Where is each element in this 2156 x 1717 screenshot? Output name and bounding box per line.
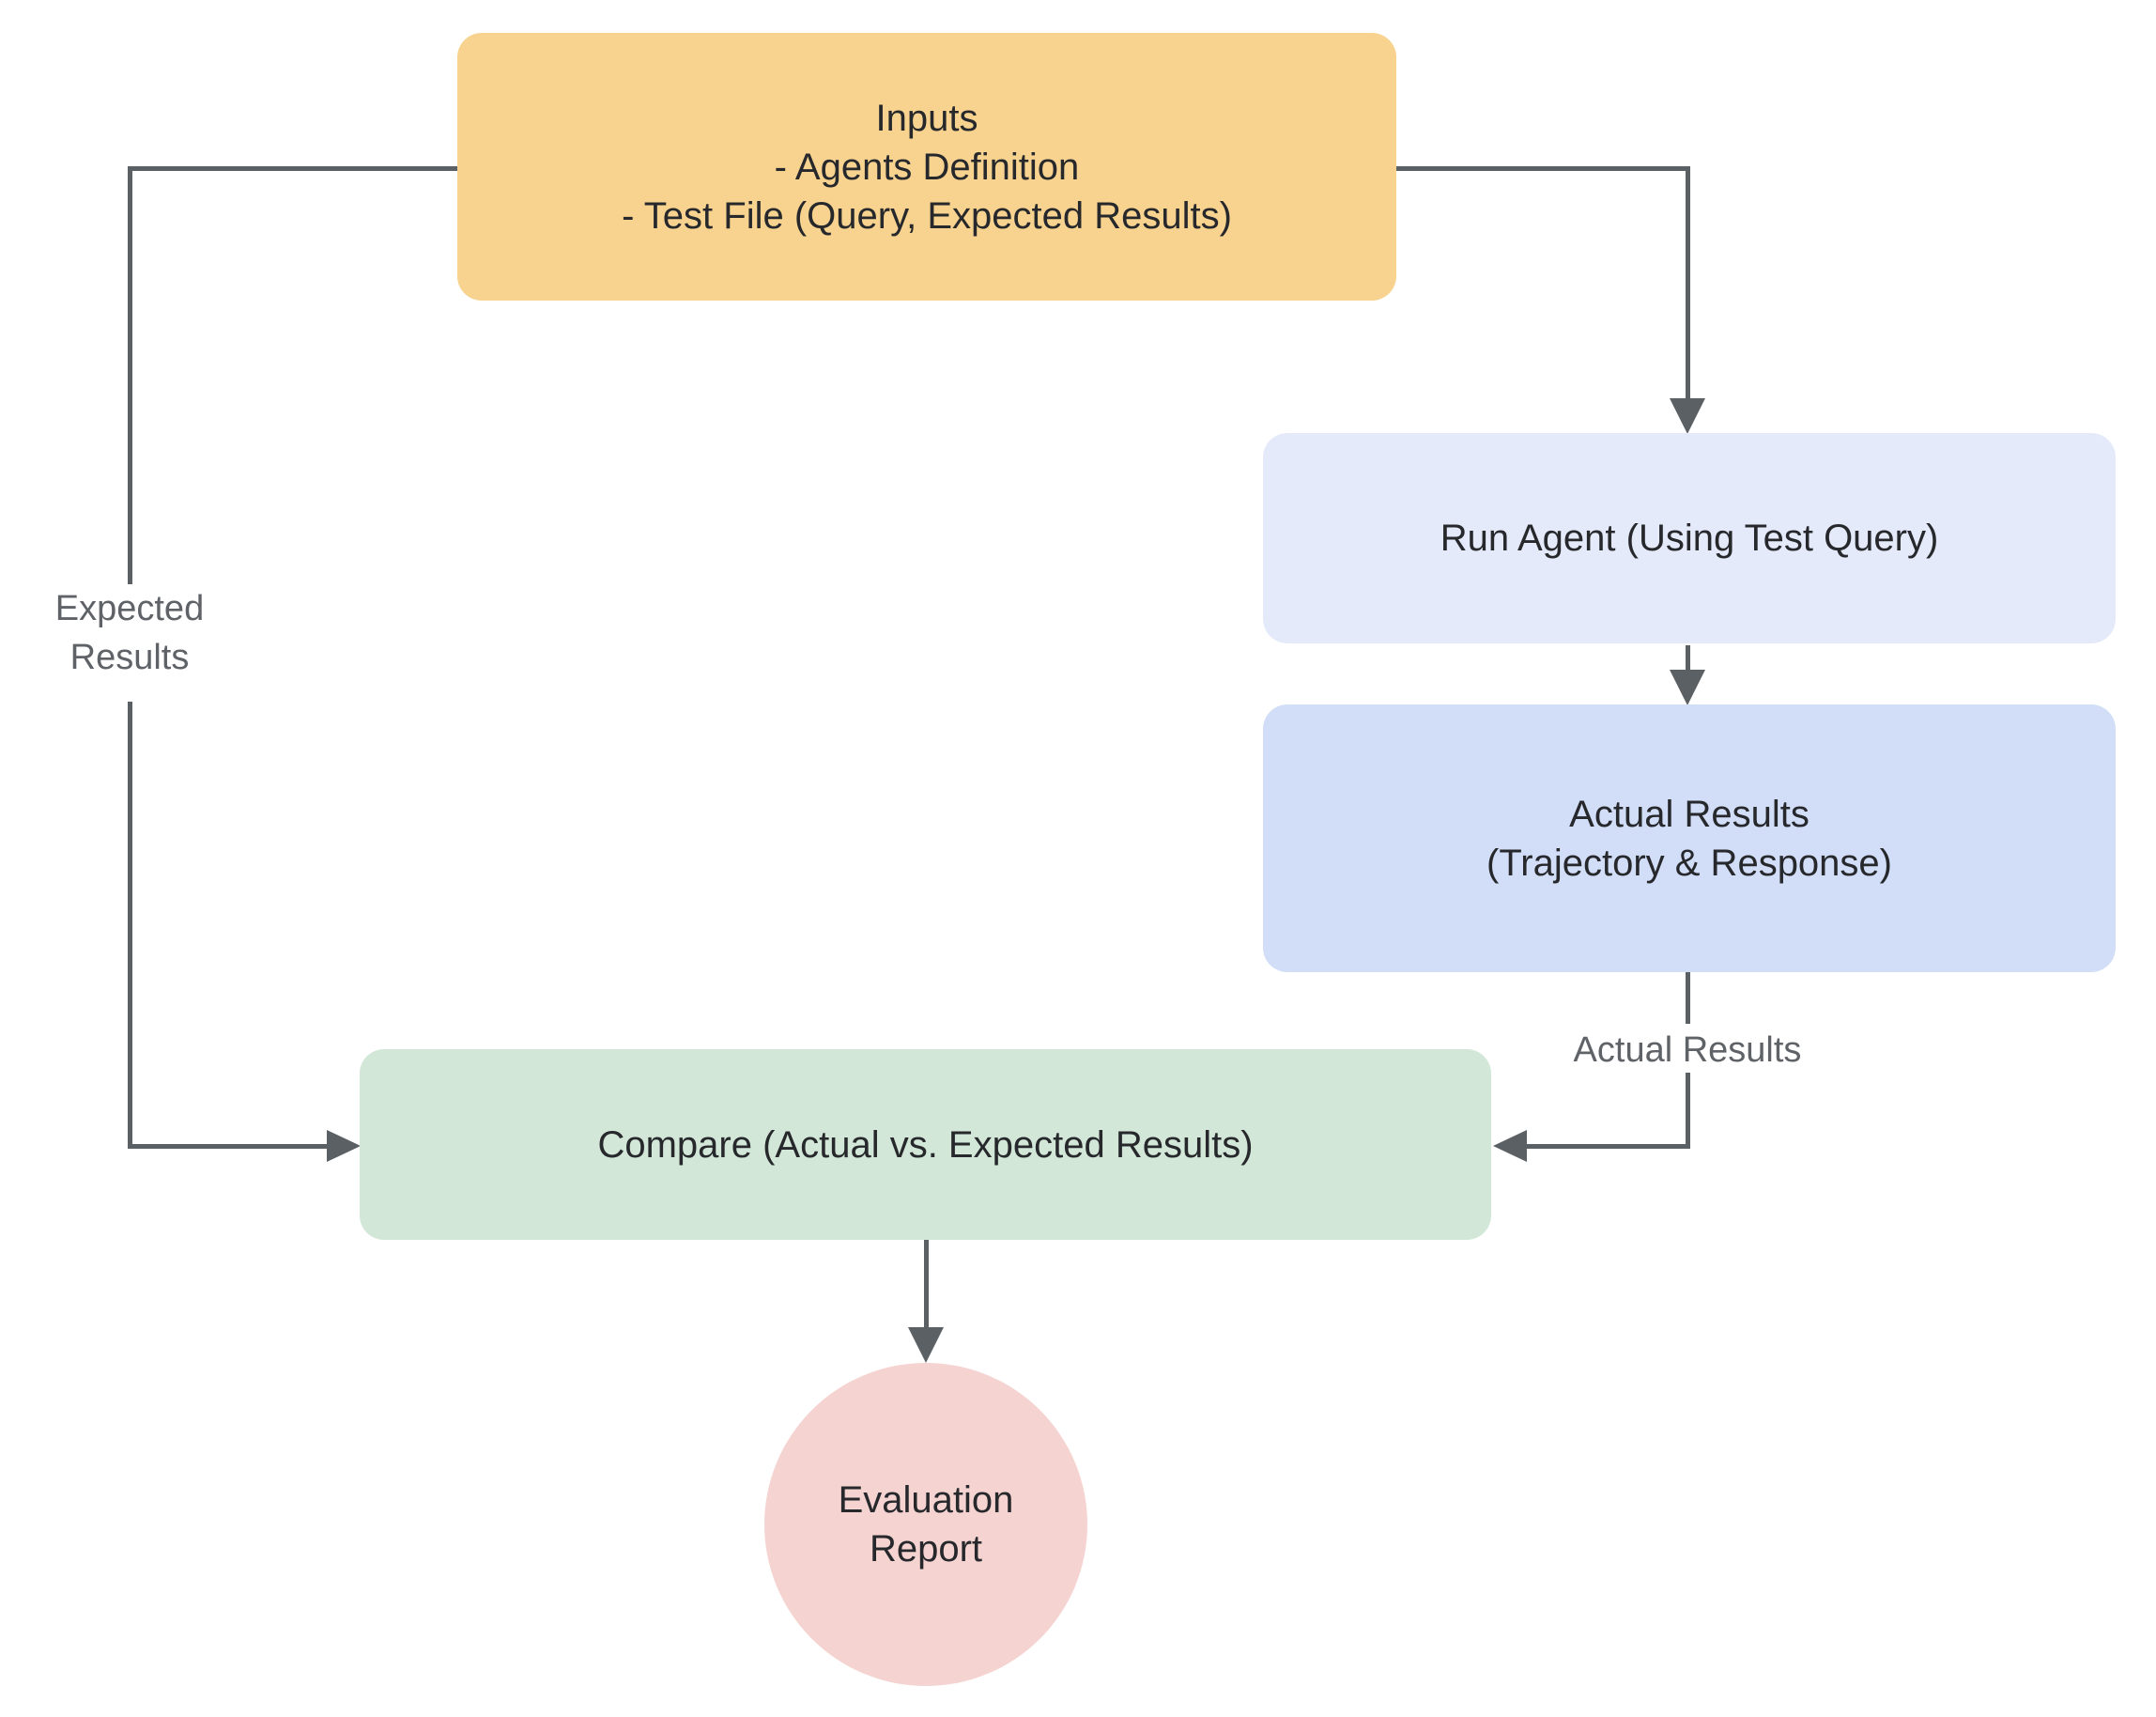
connector-expected-vertical-lower xyxy=(128,702,132,1147)
arrowhead-into-compare-right xyxy=(1493,1130,1527,1162)
connector-inputs-right-horizontal xyxy=(1396,166,1690,171)
edge-label-actual-results: Actual Results xyxy=(1573,1030,1802,1070)
inputs-node-label: Inputs - Agents Definition - Test File (… xyxy=(457,94,1396,240)
connector-compare-left-horizontal xyxy=(128,1144,327,1149)
connector-expected-vertical-upper xyxy=(128,166,132,584)
actual-results-node: Actual Results (Trajectory & Response) xyxy=(1263,704,2116,972)
report-line-1: Evaluation xyxy=(838,1479,1014,1521)
actual-results-line-2: (Trajectory & Response) xyxy=(1486,842,1892,884)
compare-node: Compare (Actual vs. Expected Results) xyxy=(360,1049,1491,1240)
compare-node-label: Compare (Actual vs. Expected Results) xyxy=(597,1123,1254,1166)
inputs-line-3: - Test File (Query, Expected Results) xyxy=(622,194,1232,237)
evaluation-report-node: Evaluation Report xyxy=(764,1363,1087,1686)
connector-compare-to-report-vertical xyxy=(924,1240,929,1328)
edge-label-line: Results xyxy=(69,638,190,677)
connector-run-to-actual-vertical xyxy=(1686,645,1690,671)
connector-actual-vertical-upper xyxy=(1686,970,1690,1024)
arrowhead-into-compare-left xyxy=(327,1130,361,1162)
inputs-node: Inputs - Agents Definition - Test File (… xyxy=(457,33,1396,301)
edge-label-expected-results: Expected Results xyxy=(12,584,247,682)
actual-results-line-1: Actual Results xyxy=(1569,793,1810,835)
connector-inputs-left-horizontal xyxy=(128,166,457,171)
inputs-line-1: Inputs xyxy=(875,97,978,139)
connector-compare-right-horizontal xyxy=(1527,1144,1690,1149)
connector-to-run-agent-vertical xyxy=(1686,166,1690,401)
run-agent-node-label: Run Agent (Using Test Query) xyxy=(1440,518,1939,559)
inputs-line-2: - Agents Definition xyxy=(774,146,1080,188)
arrowhead-into-actual-results xyxy=(1670,670,1705,705)
connector-actual-vertical-lower xyxy=(1686,1073,1690,1149)
arrowhead-into-run-agent xyxy=(1670,398,1705,434)
edge-label-line: Expected xyxy=(54,589,205,628)
report-line-2: Report xyxy=(869,1528,983,1570)
evaluation-report-node-label: Evaluation Report xyxy=(764,1476,1087,1573)
actual-results-node-label: Actual Results (Trajectory & Response) xyxy=(1263,790,2116,888)
run-agent-node: Run Agent (Using Test Query) xyxy=(1263,433,2116,643)
arrowhead-into-report xyxy=(908,1327,944,1363)
